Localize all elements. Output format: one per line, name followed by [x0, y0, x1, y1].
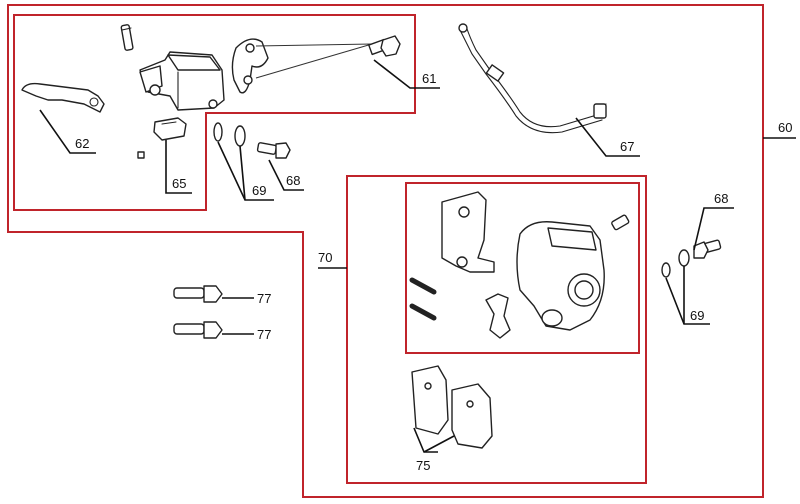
small-pin-part — [137, 151, 145, 159]
pad-spring-part — [485, 293, 511, 339]
label-77: 77 — [257, 291, 271, 306]
label-68: 68 — [286, 173, 300, 188]
bolt-part — [368, 35, 401, 57]
label-68: 68 — [714, 191, 728, 206]
label-67: 67 — [620, 139, 634, 154]
brake-pad-part — [451, 383, 493, 449]
guide-pin-part — [409, 277, 437, 321]
label-61: 61 — [422, 71, 436, 86]
washer-part — [234, 125, 246, 147]
mounting-bolt-part — [173, 321, 223, 339]
group-frame-60 — [7, 4, 764, 498]
label-70: 70 — [318, 250, 332, 265]
switch-part — [153, 117, 187, 141]
caliper-subframe — [405, 182, 640, 354]
label-65: 65 — [172, 176, 186, 191]
caliper-body-part — [516, 221, 605, 331]
bleeder-part — [611, 214, 630, 231]
group-frame-61 — [13, 14, 416, 211]
brake-hose-part — [458, 23, 607, 134]
label-75: 75 — [416, 458, 430, 473]
assembly-line — [255, 43, 373, 79]
mounting-bolt-part — [173, 285, 223, 303]
label-69: 69 — [252, 183, 266, 198]
brake-lever-part — [21, 82, 105, 113]
washer-part — [678, 249, 690, 267]
washer-part — [661, 262, 671, 278]
label-69: 69 — [690, 308, 704, 323]
label-60: 60 — [778, 120, 792, 135]
leader-lines — [39, 59, 796, 453]
banjo-bolt-part — [693, 239, 722, 259]
label-77: 77 — [257, 327, 271, 342]
master-cylinder-part — [139, 51, 225, 111]
screw-part — [120, 24, 134, 51]
caliper-bracket-part — [441, 191, 495, 273]
label-62: 62 — [75, 136, 89, 151]
clamp-part — [231, 38, 269, 94]
banjo-bolt-part — [256, 142, 291, 159]
washer-part — [213, 122, 223, 142]
group-frame-70 — [346, 175, 647, 484]
brake-pad-part — [411, 365, 449, 435]
